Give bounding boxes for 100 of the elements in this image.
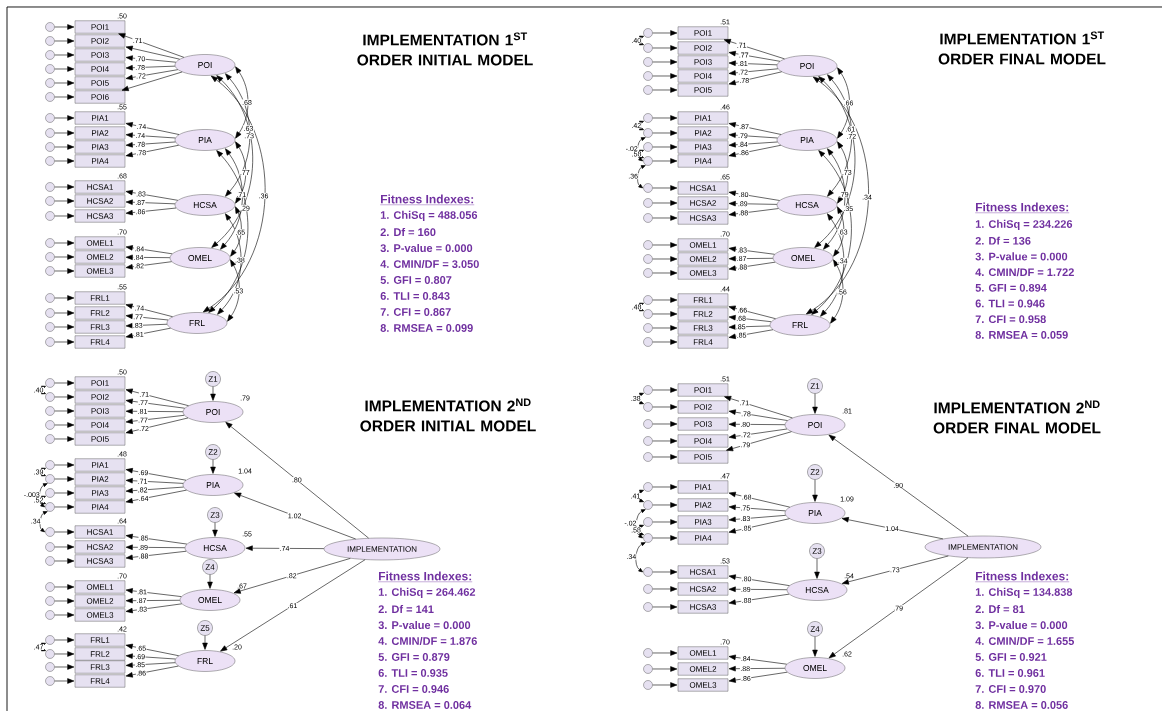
fit-index-line: 8. RMSEA = 0.099 xyxy=(380,324,473,332)
arrow xyxy=(728,246,775,255)
arrow xyxy=(724,396,793,419)
arrow xyxy=(125,415,185,424)
indicator-box: HCSA3 xyxy=(677,600,729,614)
arrow xyxy=(125,486,184,494)
indicator-box: FRL3 xyxy=(677,321,729,335)
covariance-arrow xyxy=(827,74,852,197)
arrow xyxy=(125,254,171,260)
arrow xyxy=(125,69,179,81)
arrow xyxy=(125,245,173,255)
covariance-arrow xyxy=(203,75,266,313)
arrow xyxy=(220,559,366,652)
indicator-box: OMEL1 xyxy=(677,238,729,252)
arrow xyxy=(210,459,216,474)
section-heading: Fitness Indexes: xyxy=(380,194,475,205)
indicator-box: OMEL3 xyxy=(74,608,126,622)
arrow xyxy=(652,115,678,121)
arrow xyxy=(54,295,75,301)
indicator-box: HCSA3 xyxy=(74,209,126,223)
arrow xyxy=(652,87,678,93)
indicator-box: POI6 xyxy=(74,90,126,104)
arrow xyxy=(812,393,818,414)
arrow xyxy=(125,122,180,135)
covariance-arrow xyxy=(837,67,850,139)
arrow xyxy=(125,141,176,148)
arrow xyxy=(125,144,179,158)
arrow xyxy=(728,593,790,605)
arrow xyxy=(54,115,75,121)
indicator-box: POI4 xyxy=(74,62,126,76)
arrow xyxy=(54,80,75,86)
arrow xyxy=(125,322,168,329)
indicator-box: POI2 xyxy=(677,400,729,414)
covariance-arrow xyxy=(639,392,644,405)
indicator-box: HCSA1 xyxy=(677,565,729,579)
arrow xyxy=(726,431,792,452)
arrow xyxy=(728,654,788,665)
arrow xyxy=(728,190,780,201)
indicator-box: PIA3 xyxy=(677,515,729,529)
arrow xyxy=(54,544,75,550)
arrow xyxy=(728,428,788,440)
arrow xyxy=(652,502,678,508)
arrow xyxy=(54,324,75,330)
arrow xyxy=(54,240,75,246)
indicator-box: PIA1 xyxy=(74,458,126,472)
indicator-box: OMEL1 xyxy=(74,580,126,594)
arrow xyxy=(54,598,75,604)
covariance-arrow xyxy=(635,542,646,573)
arrow xyxy=(54,213,75,219)
indicator-box: POI1 xyxy=(74,376,126,390)
indicator-box: POI1 xyxy=(677,383,729,397)
fit-index-line: 7. CFI = 0.970 xyxy=(975,685,1046,693)
fit-index-line: 7. CFI = 0.958 xyxy=(975,315,1046,324)
arrow xyxy=(728,504,786,512)
fit-index-line: 8. RMSEA = 0.064 xyxy=(378,701,472,709)
indicator-box: FRL4 xyxy=(74,674,126,688)
arrow xyxy=(54,310,75,316)
arrow xyxy=(125,478,184,484)
arrow xyxy=(728,141,778,148)
indicator-box: HCSA2 xyxy=(74,540,126,554)
fit-index-line: 2. Df = 141 xyxy=(378,605,434,613)
arrow xyxy=(652,200,678,206)
indicator-box: OMEL2 xyxy=(677,662,729,676)
fit-index-line: 1. ChiSq = 264.462 xyxy=(378,587,476,599)
covariance-arrow xyxy=(830,259,844,324)
indicator-box: PIA3 xyxy=(74,486,126,500)
arrow xyxy=(723,39,785,60)
arrow xyxy=(54,504,75,510)
indicator-box: FRL2 xyxy=(74,647,126,661)
arrow xyxy=(125,303,173,317)
arrow xyxy=(652,215,678,221)
arrow xyxy=(125,550,187,560)
indicator-box: PIA1 xyxy=(74,111,126,125)
arrow xyxy=(54,130,75,136)
arrow xyxy=(652,404,678,410)
fit-index-line: 3. P-value = 0.000 xyxy=(380,243,473,253)
indicator-box: PIA1 xyxy=(677,480,729,494)
indicator-box: OMEL2 xyxy=(74,250,126,264)
arrow xyxy=(118,33,185,58)
indicator-box: POI5 xyxy=(677,83,729,97)
arrow xyxy=(245,545,325,551)
fit-index-line: 2. Df = 160 xyxy=(380,227,436,237)
arrow xyxy=(125,665,179,678)
fit-index-line: 2. Df = 81 xyxy=(975,604,1025,614)
arrow xyxy=(54,664,75,670)
panel-title: IMPLEMENTATION 1$^{ST}$ ORDER FINAL MODEL xyxy=(938,31,1106,65)
section-heading: Fitness Indexes: xyxy=(975,571,1070,582)
fit-index-line: 5. GFI = 0.807 xyxy=(380,276,452,284)
indicator-box: FRL3 xyxy=(74,660,126,674)
covariance-arrow xyxy=(811,150,852,315)
arrow xyxy=(728,200,778,207)
indicator-box: POI4 xyxy=(677,69,729,83)
fit-index-line: 6. TLI = 0.961 xyxy=(975,669,1045,677)
indicator-box: OMEL1 xyxy=(677,646,729,660)
covariance-arrow xyxy=(814,76,856,248)
indicator-box: HCSA1 xyxy=(74,180,126,194)
arrow xyxy=(652,270,678,276)
indicator-box: PIA4 xyxy=(74,500,126,514)
fit-index-line: 1. ChiSq = 134.838 xyxy=(975,587,1073,599)
fit-index-line: 1. ChiSq = 234.226 xyxy=(975,219,1073,231)
